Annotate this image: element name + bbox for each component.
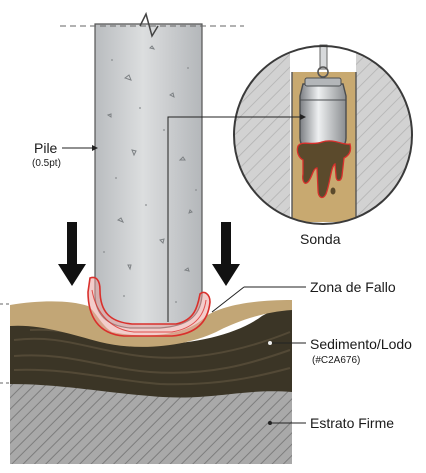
pile [60,11,244,329]
failure-zone [87,276,211,337]
probe-label: Sonda [300,231,341,247]
probe-icon [299,83,347,151]
detail-leader [167,116,300,322]
mud-streaks [13,328,291,386]
concrete-dots [103,59,197,303]
sediment-layer [10,300,292,347]
load-arrow-left [58,222,86,286]
sediment-color-note: (#C2A676) [312,355,360,366]
pile-label: Pile [34,140,58,156]
failure-zone-label: Zona de Fallo [310,279,396,295]
concrete-texture [106,45,193,272]
firm-stratum-label: Estrato Firme [310,415,394,431]
probe-detail [233,44,413,225]
failure-zone-inner [91,289,207,333]
probe-mud [296,140,352,199]
sediment-label: Sedimento/Lodo [310,336,412,352]
load-arrow-right [212,222,240,286]
pile-note: (0.5pt) [32,158,61,169]
